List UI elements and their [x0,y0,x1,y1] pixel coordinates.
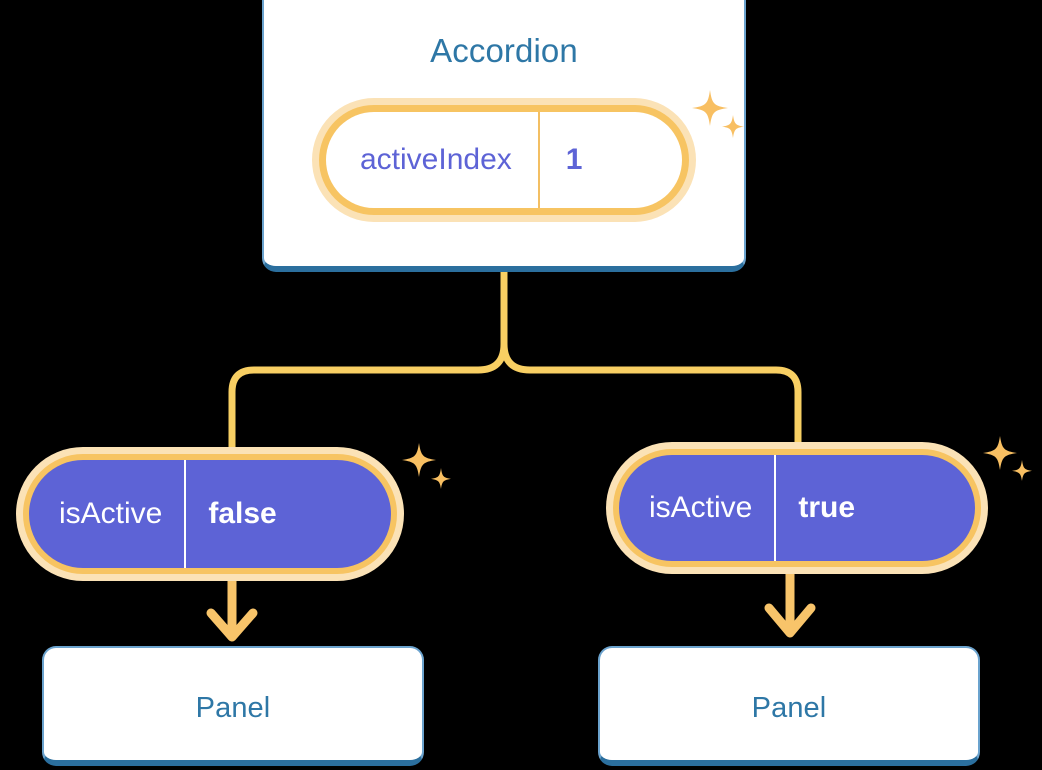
prop-key-label: isActive [59,497,163,530]
state-pill-active-index[interactable]: activeIndex 1 [312,98,696,222]
pill-ring: isActive false [23,454,397,574]
state-value-label: 1 [537,112,617,208]
sparkle-icon [402,443,451,489]
panel-component-card[interactable]: Panel [598,646,980,766]
tree-fork-connector [228,264,802,454]
prop-pill-is-active-true[interactable]: isActive true [606,442,988,574]
panel-title: Panel [751,692,827,724]
prop-pill-is-active-false[interactable]: isActive false [16,447,404,581]
state-key-label: activeIndex [360,143,512,176]
arrow-down-icon [206,571,258,642]
pill-ring: isActive true [613,449,981,567]
page-title: Accordion [430,32,578,69]
panel-component-card[interactable]: Panel [42,646,424,766]
prop-value-label: false [184,460,306,568]
arrow-down-icon [764,565,816,638]
prop-key-label: isActive [649,491,753,524]
sparkle-icon [983,436,1032,481]
pill-body: isActive false [29,460,391,568]
pill-ring: activeIndex 1 [319,105,689,215]
pill-body: isActive true [619,455,975,561]
prop-value-label: true [774,455,885,561]
pill-body: activeIndex 1 [326,112,682,208]
panel-title: Panel [195,692,271,724]
